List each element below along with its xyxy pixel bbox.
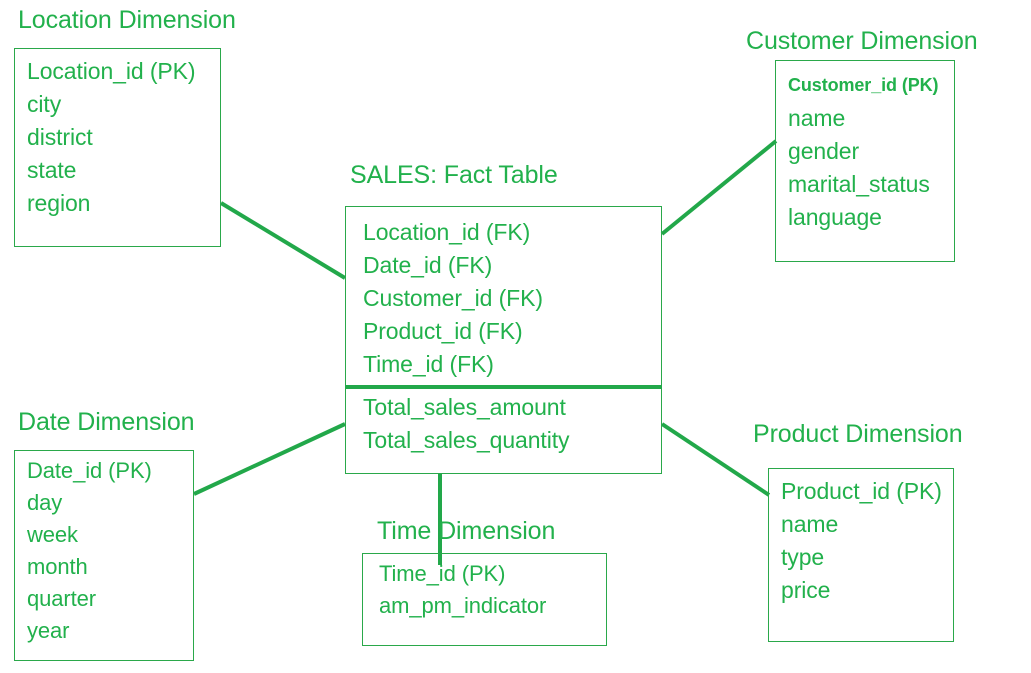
- entity-title-fact: SALES: Fact Table: [350, 161, 558, 189]
- entity-title-location: Location Dimension: [18, 6, 236, 34]
- field-row-fk: Product_id (FK): [363, 318, 523, 344]
- field-row: gender: [788, 138, 860, 164]
- entity-box-time[interactable]: Time_id (PK) am_pm_indicator: [362, 553, 607, 646]
- field-row: marital_status: [788, 171, 930, 197]
- field-row: month: [27, 554, 88, 579]
- entity-title-date: Date Dimension: [18, 408, 195, 436]
- field-row: am_pm_indicator: [379, 593, 547, 618]
- field-row-measure: Total_sales_amount: [363, 394, 566, 420]
- entity-box-customer[interactable]: Customer_id (PK) name gender marital_sta…: [775, 60, 955, 262]
- field-row-measure: Total_sales_quantity: [363, 427, 570, 453]
- field-row: Date_id (PK): [27, 458, 152, 483]
- entity-box-product[interactable]: Product_id (PK) name type price: [768, 468, 954, 642]
- field-row: price: [781, 577, 831, 603]
- entity-box-date[interactable]: Date_id (PK) day week month quarter year: [14, 450, 194, 661]
- field-list-customer: Customer_id (PK) name gender marital_sta…: [776, 61, 954, 234]
- relationship-line-location-fact: [219, 201, 347, 280]
- relationship-line-customer-fact: [660, 139, 778, 236]
- field-row: week: [27, 522, 78, 547]
- entity-title-time: Time Dimension: [377, 517, 556, 545]
- field-row: state: [27, 157, 77, 183]
- field-row: day: [27, 490, 63, 515]
- field-row: Location_id (PK): [27, 58, 196, 84]
- field-list-location: Location_id (PK) city district state reg…: [15, 49, 220, 220]
- field-row-fk: Time_id (FK): [363, 351, 494, 377]
- field-list-fact-keys: Location_id (FK) Date_id (FK) Customer_i…: [346, 207, 661, 381]
- field-row-fk: Customer_id (FK): [363, 285, 543, 311]
- field-row: Product_id (PK): [781, 478, 942, 504]
- entity-title-customer: Customer Dimension: [746, 27, 978, 55]
- field-list-date: Date_id (PK) day week month quarter year: [15, 451, 193, 647]
- field-row: Time_id (PK): [379, 561, 506, 586]
- field-row: name: [781, 511, 839, 537]
- entity-box-location[interactable]: Location_id (PK) city district state reg…: [14, 48, 221, 247]
- entity-box-fact[interactable]: Location_id (FK) Date_id (FK) Customer_i…: [345, 206, 662, 474]
- entity-title-product: Product Dimension: [753, 420, 963, 448]
- field-row: district: [27, 124, 93, 150]
- field-row: quarter: [27, 586, 97, 611]
- field-list-product: Product_id (PK) name type price: [769, 469, 953, 607]
- fact-table-divider: [345, 385, 662, 389]
- field-row-fk: Location_id (FK): [363, 219, 531, 245]
- field-row-fk: Date_id (FK): [363, 252, 493, 278]
- field-row-pk: Customer_id (PK): [788, 75, 939, 95]
- field-row: type: [781, 544, 825, 570]
- field-list-time: Time_id (PK) am_pm_indicator: [363, 554, 606, 622]
- relationship-line-date-fact: [193, 422, 346, 496]
- field-row: language: [788, 204, 882, 230]
- field-row: name: [788, 105, 846, 131]
- field-row: city: [27, 91, 62, 117]
- field-row: region: [27, 190, 91, 216]
- field-list-fact-measures: Total_sales_amount Total_sales_quantity: [346, 391, 661, 457]
- field-row: year: [27, 618, 70, 643]
